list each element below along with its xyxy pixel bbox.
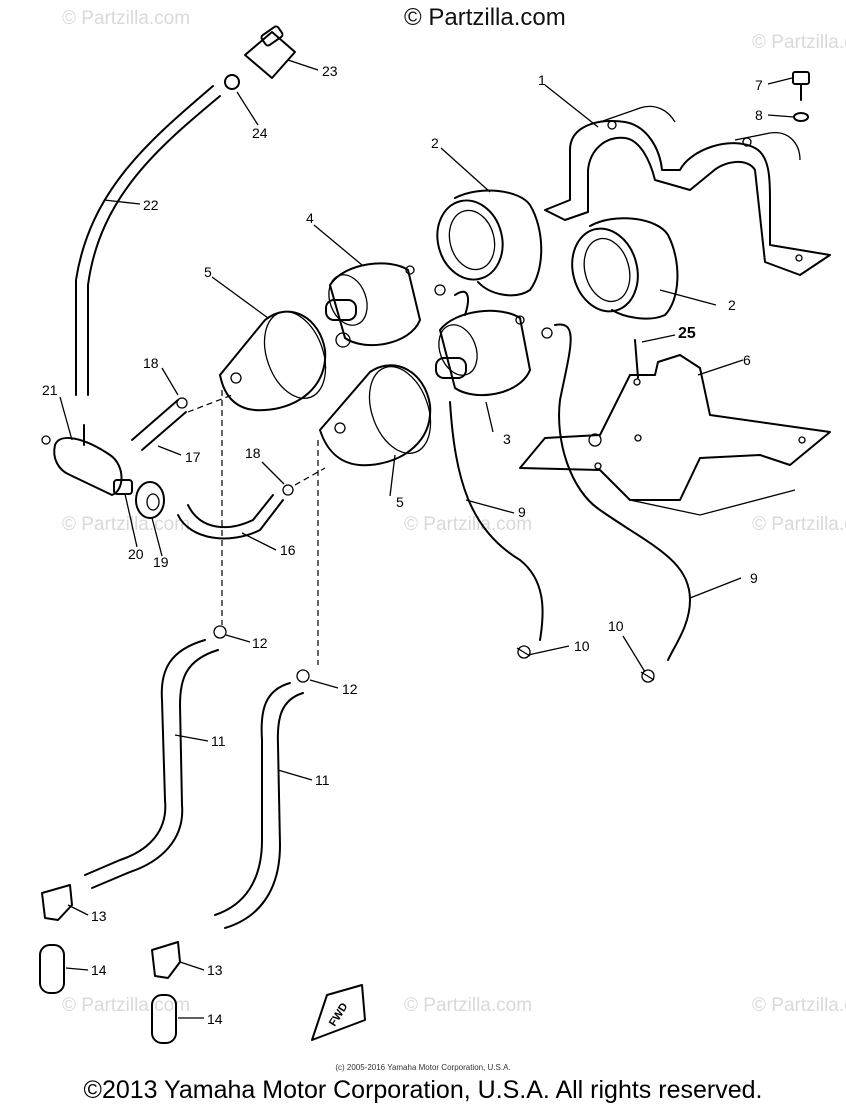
callout-12-left: 12 <box>252 635 268 651</box>
ignition-coil-part-4 <box>325 262 421 348</box>
washer-part-8 <box>793 112 809 122</box>
callout-23: 23 <box>322 63 338 79</box>
bracket-part-1 <box>544 105 831 276</box>
watermark-main: © Partzilla.com <box>404 4 566 31</box>
tube-part-22 <box>75 85 221 396</box>
sleeve-part-2-upper <box>436 189 543 297</box>
callout-2-upper: 2 <box>431 135 439 151</box>
lead-part-11-left <box>84 639 219 889</box>
callout-18-lower: 18 <box>245 445 261 461</box>
footer-small-copyright: (c) 2005-2016 Yamaha Motor Corporation, … <box>335 1063 511 1072</box>
callout-4: 4 <box>306 210 314 226</box>
lead-part-9-right <box>554 323 691 661</box>
bolt-part-7 <box>792 71 810 101</box>
clip-coil-lower <box>541 327 553 339</box>
callout-18-upper: 18 <box>143 355 159 371</box>
clip-part-10-left <box>516 645 531 659</box>
plug-boot-part-14-right <box>151 994 177 1044</box>
callout-3: 3 <box>503 431 511 447</box>
lead-part-11-right <box>214 682 304 929</box>
hose-part-16 <box>177 494 284 540</box>
callout-2-lower: 2 <box>728 297 736 313</box>
callout-5-lower: 5 <box>396 494 404 510</box>
callout-25: 25 <box>678 325 696 342</box>
lead-part-9-left <box>449 290 544 641</box>
ignition-coil-part-3 <box>435 309 531 397</box>
callout-16: 16 <box>280 542 296 558</box>
joint-part-21 <box>41 424 123 496</box>
callout-6: 6 <box>743 352 751 368</box>
callout-11-right: 11 <box>315 772 330 788</box>
clip-part-18-lower <box>282 484 294 496</box>
callout-19: 19 <box>153 554 169 570</box>
callout-20: 20 <box>128 546 144 562</box>
callout-labels: 1 2 2 3 4 5 5 6 7 8 9 9 10 10 11 11 12 1… <box>42 63 763 1027</box>
watermark-mid-right: © Partzilla.com <box>752 514 846 535</box>
callout-13-left: 13 <box>91 908 107 924</box>
fwd-arrow: FWD <box>311 984 366 1041</box>
clip-coil-upper <box>434 284 446 296</box>
watermark-mid-left: © Partzilla.com <box>62 514 191 535</box>
watermark-top-right: © Partzilla.com <box>752 32 846 53</box>
nut-part-20 <box>113 479 133 495</box>
pipe-part-17 <box>131 399 187 451</box>
clip-part-18-upper <box>176 397 188 409</box>
leader-lines <box>59 59 795 1019</box>
callout-17: 17 <box>185 449 201 465</box>
fwd-label: FWD <box>327 1001 350 1029</box>
cover-part-5-lower <box>319 364 432 467</box>
callout-5-upper: 5 <box>204 264 212 280</box>
watermark-bottom-right: © Partzilla.com <box>752 995 846 1016</box>
callout-21: 21 <box>42 382 58 398</box>
callout-24: 24 <box>252 125 268 141</box>
sleeve-part-2-lower <box>571 217 679 320</box>
grommet-part-19 <box>135 481 165 519</box>
callout-22: 22 <box>143 197 159 213</box>
callout-11-left: 11 <box>211 733 226 749</box>
clamp-part-12-right <box>296 669 310 683</box>
callout-1: 1 <box>538 72 546 88</box>
nut-part-24 <box>224 74 240 90</box>
cover-part-5-upper <box>219 310 327 412</box>
plug-cap-part-13-left <box>41 884 73 921</box>
plug-cap-part-13-right <box>151 941 181 979</box>
callout-13-right: 13 <box>207 962 223 978</box>
callout-8: 8 <box>755 107 763 123</box>
watermark-bottom-left: © Partzilla.com <box>62 995 191 1016</box>
footer-copyright: ©2013 Yamaha Motor Corporation, U.S.A. A… <box>83 1076 763 1104</box>
watermark-mid-center: © Partzilla.com <box>404 514 533 535</box>
callout-14-right: 14 <box>207 1011 223 1027</box>
clip-part-10-right <box>640 669 655 683</box>
callout-14-left: 14 <box>91 962 107 978</box>
callout-9-right: 9 <box>750 570 758 586</box>
screw-part-25 <box>633 339 641 386</box>
watermark-top-left: © Partzilla.com <box>62 8 191 29</box>
callout-10-right: 10 <box>608 618 624 634</box>
clamp-part-12-left <box>213 625 227 639</box>
assembly-lines <box>187 390 326 665</box>
callout-9-left: 9 <box>518 504 526 520</box>
plug-boot-part-14-left <box>39 944 65 994</box>
watermark-bottom-center: © Partzilla.com <box>404 995 533 1016</box>
fitting-part-23 <box>244 25 296 79</box>
mounting-plate-part-6 <box>519 354 831 516</box>
callout-12-right: 12 <box>342 681 358 697</box>
callout-7: 7 <box>755 77 763 93</box>
callout-10-left: 10 <box>574 638 590 654</box>
